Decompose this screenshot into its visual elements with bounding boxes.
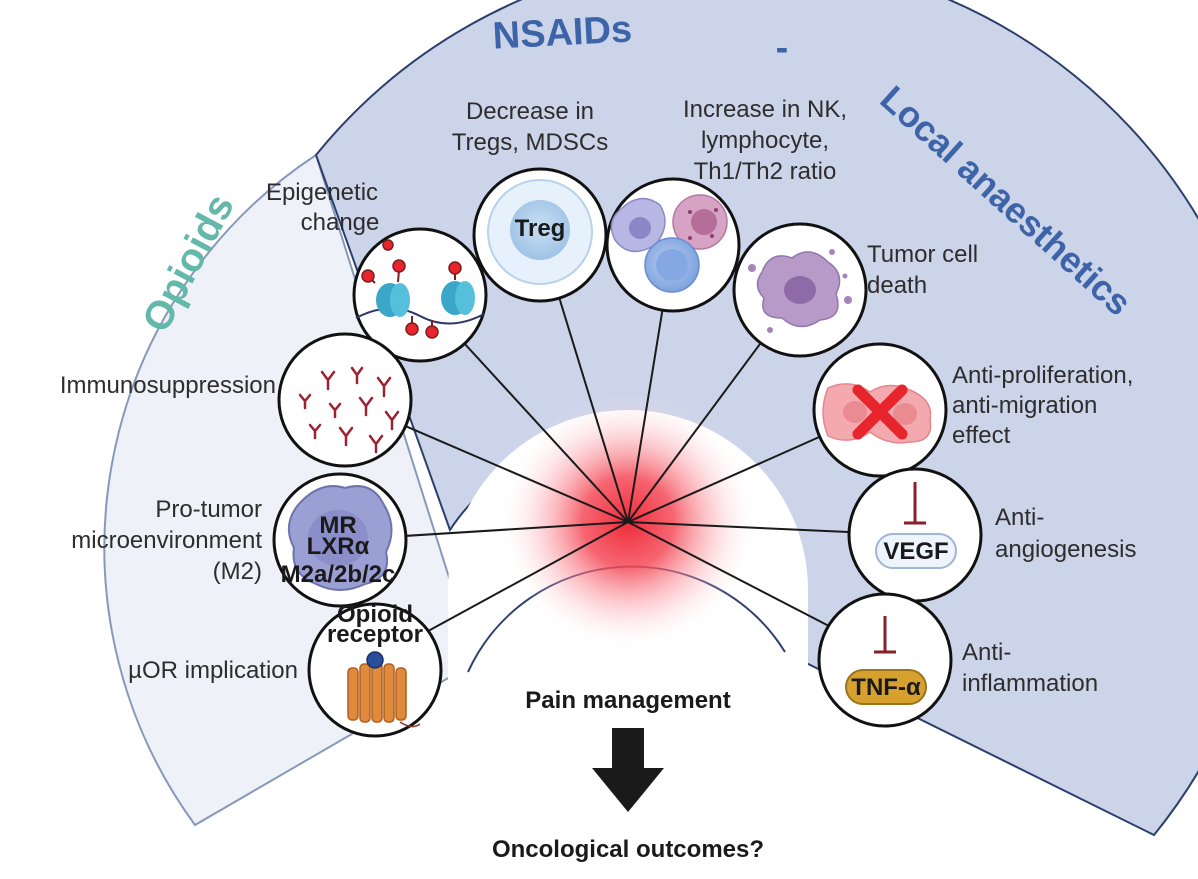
treg-cell-icon: Treg <box>472 167 608 303</box>
nk-label-1: Increase in NK, <box>683 96 847 123</box>
opioid-receptor-label-2: receptor <box>327 621 423 648</box>
macrophage-icon: MR LXRα M2a/2b/2c <box>272 472 408 608</box>
anti-prolif-label-3: effect <box>952 422 1011 449</box>
epigenetic-icon <box>352 227 488 363</box>
macrophage-label-m2: M2a/2b/2c <box>281 561 396 588</box>
pro-tumor-label-3: (M2) <box>213 558 262 585</box>
anti-prolif-label-1: Anti-proliferation, <box>952 362 1133 389</box>
anti-prolif-label-2: anti-migration <box>952 392 1097 419</box>
nk-label-2: lymphocyte, <box>701 127 829 154</box>
tumor-death-label-2: death <box>867 272 927 299</box>
nk-label-3: Th1/Th2 ratio <box>694 158 837 185</box>
tregs-label-1: Decrease in <box>466 98 594 125</box>
anti-angio-label-2: angiogenesis <box>995 536 1136 563</box>
tumor-death-label-1: Tumor cell <box>867 241 978 268</box>
anti-inflam-label-2: inflammation <box>962 670 1098 697</box>
pro-tumor-label-1: Pro-tumor <box>155 496 262 523</box>
anti-angio-label-1: Anti- <box>995 504 1044 531</box>
macrophage-label-lxr: LXRα <box>307 533 370 560</box>
epigenetic-label-2: change <box>301 209 380 236</box>
nk-lymphocyte-icon <box>605 177 741 313</box>
pro-tumor-label-2: microenvironment <box>71 527 262 554</box>
vegf-label: VEGF <box>883 538 948 565</box>
tumor-cell-death-icon <box>732 222 868 358</box>
oncological-outcomes-label: Oncological outcomes? <box>492 836 764 863</box>
vegf-icon: VEGF <box>847 467 983 603</box>
anti-proliferation-icon <box>812 342 948 478</box>
down-arrow <box>592 728 664 812</box>
treg-label: Treg <box>515 215 566 242</box>
tnf-alpha-label: TNF-α <box>851 674 921 701</box>
opioid-receptor-label-1: Opioid <box>337 601 413 628</box>
pain-management-label: Pain management <box>525 687 730 714</box>
tregs-label-2: Tregs, MDSCs <box>452 129 608 156</box>
nsaids-title: NSAIDs <box>492 8 633 57</box>
epigenetic-label-1: Epigenetic <box>266 179 378 206</box>
antibodies-icon <box>277 332 413 468</box>
mu-or-label: µOR implication <box>128 657 298 684</box>
macrophage-label-mr: MR <box>319 512 356 539</box>
immunosuppression-label: Immunosuppression <box>60 372 276 399</box>
tnf-alpha-icon: TNF-α <box>817 592 953 728</box>
anti-inflam-label-1: Anti- <box>962 639 1011 666</box>
opioid-receptor-icon: Opioid receptor <box>307 601 443 738</box>
title-dash: - <box>776 27 789 69</box>
